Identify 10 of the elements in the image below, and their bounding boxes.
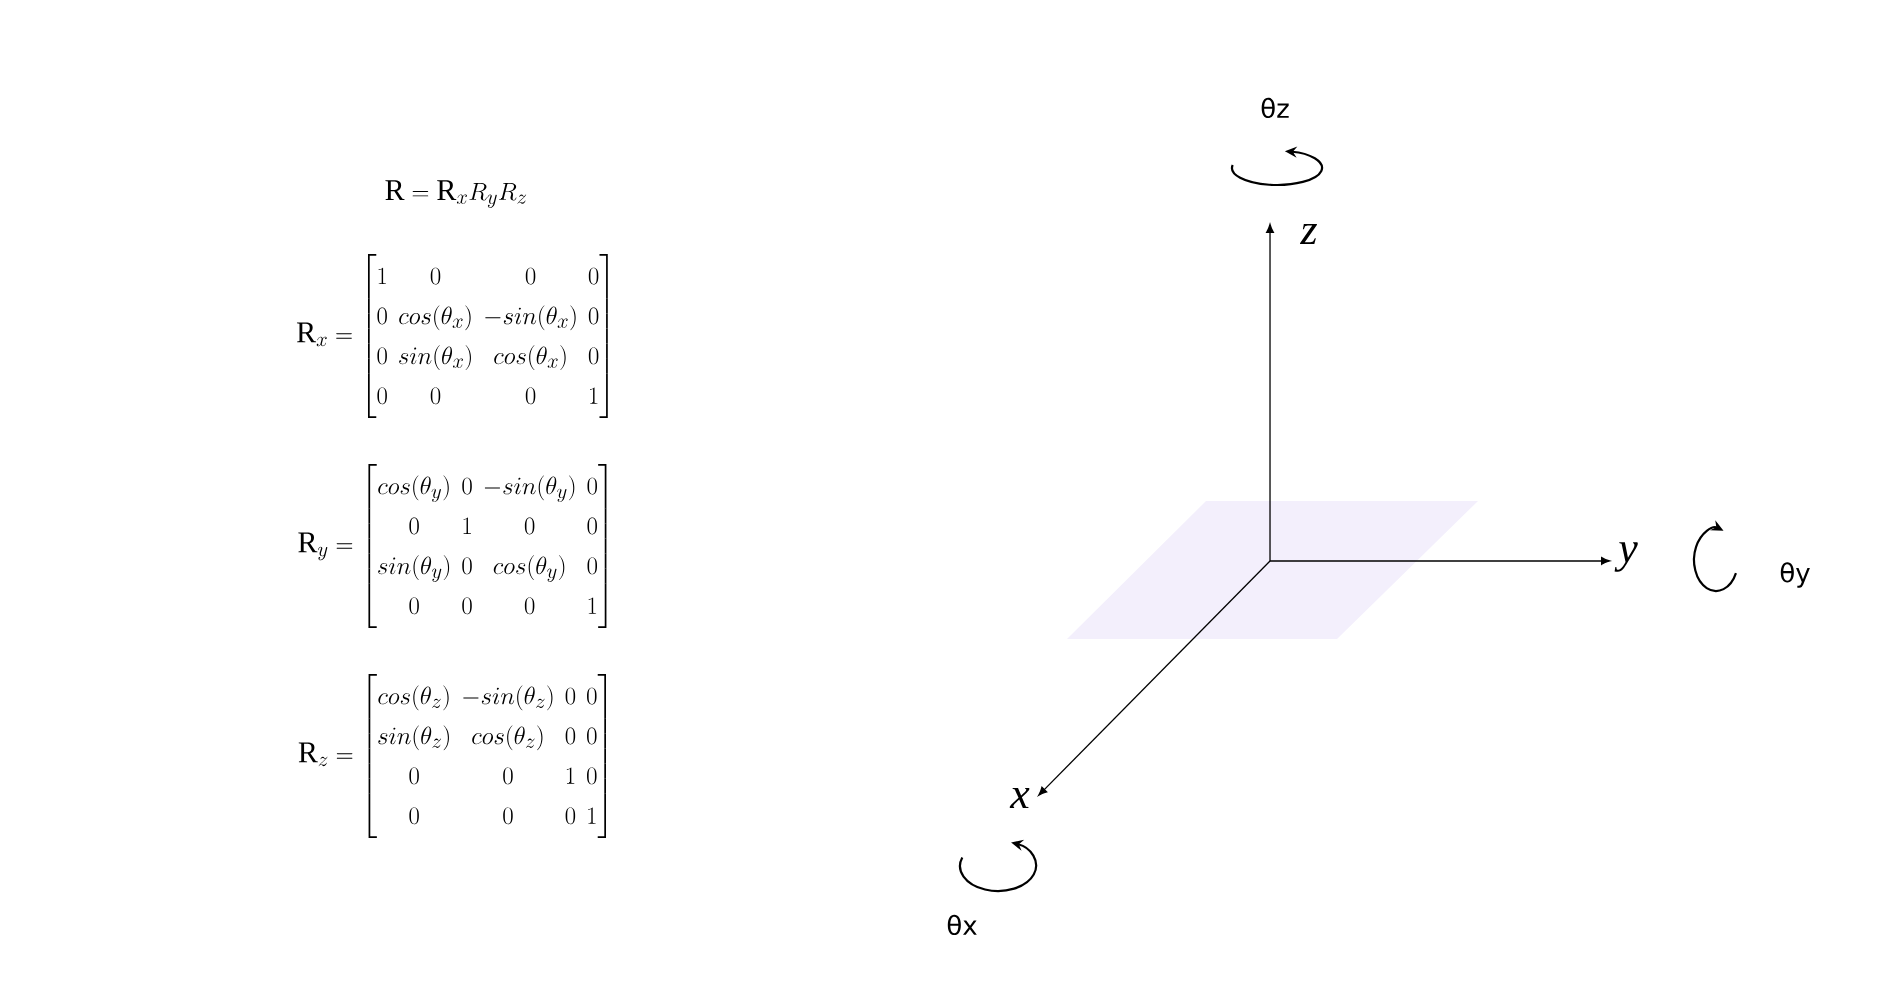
axis-label: y: [1614, 542, 1638, 572]
matrix-equation: $\mathrm{R}_z = \begin{bmatrix}cos(\theta_z) & -sin(\theta_z) & 0 & 0\\ sin(\theta_z) & cos(\theta_z) & 0 & 0\\ 0 & 0 & 1 & 0\\ 0 & 0 & 0 & 1\end{bmatrix}$: [298, 673, 606, 839]
axis-label: x: [1009, 787, 1030, 809]
matrix-equation: $\mathrm{R}_y = \begin{bmatrix}cos(\theta_y) & 0 & -sin(\theta_y) & 0\\ 0 & 1 & 0 & 0\\ sin(\theta_y) & 0 & cos(\theta_y) & 0\\ 0 & 0 & 0 & 1\end{bmatrix}$: [298, 463, 607, 629]
axis-label: z: [1299, 223, 1317, 245]
angle-label: θx: [947, 914, 977, 936]
matrix-equation: $\mathrm{R} = \mathrm{R}_x R_y R_z$: [385, 180, 527, 208]
angle-label: θy: [1780, 562, 1810, 588]
matrix-equation: $\mathrm{R}_x = \begin{bmatrix}1 & 0 & 0 & 0\\ 0 & cos(\theta_x) & -sin(\theta_x) & 0\\ 0 & sin(\theta_x) & cos(\theta_x) & 0\\ 0 & 0 & 0 & 1\end{bmatrix}$: [296, 253, 608, 419]
angle-label: θz: [1261, 97, 1289, 119]
